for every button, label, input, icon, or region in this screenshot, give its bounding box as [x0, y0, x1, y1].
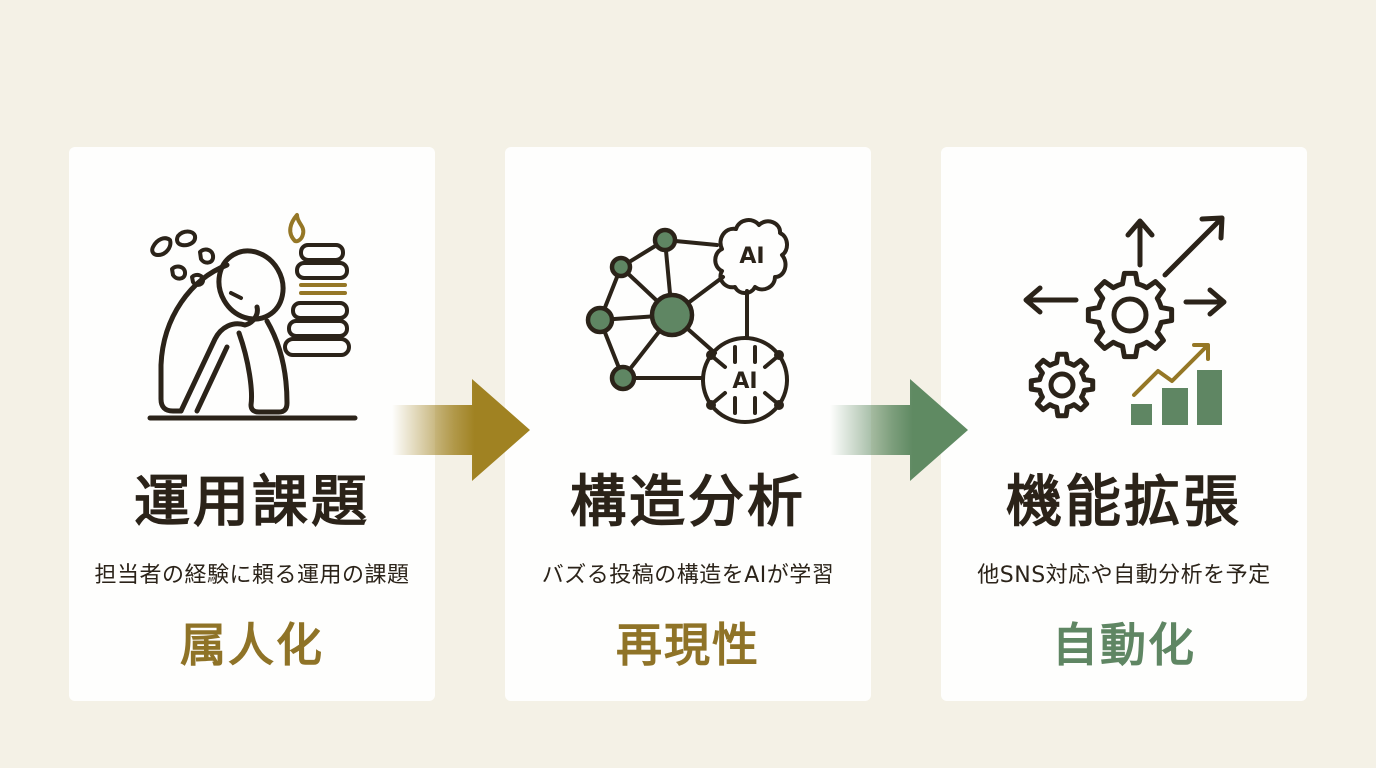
arrow-left-icon	[1023, 285, 1079, 315]
sweat-drop	[150, 236, 173, 257]
network-node	[652, 227, 678, 253]
arrow-shape	[830, 379, 968, 481]
document-stack	[283, 243, 351, 357]
sweat-drop	[198, 247, 216, 265]
circuit-pad	[774, 400, 784, 410]
step-card-structure-analysis: AI AI 構造分析 バズる投稿の構造をAIが学習 再現性	[505, 147, 871, 701]
step-card-feature-expansion: 機能拡張 他SNS対応や自動分析を予定 自動化	[941, 147, 1307, 701]
step-keyword: 再現性	[616, 618, 760, 672]
ai-chip-icon: AI	[701, 336, 789, 424]
document-stack-item	[287, 319, 349, 338]
ai-brain-icon: AI	[713, 218, 789, 295]
network-node-hub	[649, 292, 695, 338]
circuit-pad	[706, 400, 716, 410]
chart-bar	[1131, 404, 1152, 425]
step-description: バズる投稿の構造をAIが学習	[541, 563, 835, 588]
chip-label: AI	[732, 369, 757, 394]
network-node	[609, 364, 637, 392]
circuit-pad	[706, 350, 716, 360]
step-title: 構造分析	[570, 469, 806, 535]
trend-line-arrow	[1132, 343, 1210, 397]
brain-label: AI	[739, 244, 764, 269]
circuit-trace	[711, 391, 727, 405]
large-gear-hub	[1111, 296, 1149, 334]
ai-network-analysis-icon: AI AI	[585, 218, 789, 424]
arrow-right-icon	[1183, 287, 1227, 317]
arrow-up-icon	[1125, 218, 1155, 268]
step-description: 他SNS対応や自動分析を予定	[977, 563, 1271, 588]
stress-flame	[288, 213, 306, 244]
chart-bar	[1162, 388, 1188, 425]
sweat-drop	[175, 229, 198, 248]
expansion-arrows	[1023, 215, 1227, 317]
person-head	[216, 248, 286, 322]
network-node	[585, 305, 615, 335]
step-keyword: 自動化	[1052, 618, 1196, 672]
person-closed-eye	[229, 291, 243, 300]
circuit-trace	[711, 355, 727, 369]
large-gear-icon	[1085, 270, 1175, 360]
arrow-diagonal-up-right-icon	[1162, 215, 1225, 278]
gears-growth-expansion-icon	[1023, 215, 1227, 425]
bar-chart-icon	[1131, 370, 1222, 425]
network-node	[609, 255, 633, 279]
small-gear-hub	[1048, 371, 1076, 399]
step-keyword: 属人化	[180, 618, 324, 672]
small-gear-icon	[1028, 351, 1096, 419]
document-stack-item	[283, 337, 351, 357]
step-title: 運用課題	[134, 469, 370, 535]
arrow-right-icon	[392, 379, 530, 481]
person-back	[158, 262, 230, 414]
sweat-drop	[170, 264, 188, 281]
person-forearm	[194, 344, 230, 414]
circuit-pad	[774, 350, 784, 360]
chip-circuit-traces	[706, 345, 784, 415]
step-title: 機能拡張	[1006, 469, 1242, 535]
chip-outline	[701, 336, 789, 424]
person-arm	[178, 304, 260, 414]
brain-outline	[713, 218, 789, 295]
step-description: 担当者の経験に頼る運用の課題	[94, 563, 410, 588]
arrow-right-icon	[830, 379, 968, 481]
stressed-person-with-document-stack-icon	[147, 213, 358, 421]
step-card-operational-issues: 運用課題 担当者の経験に頼る運用の課題 属人化	[69, 147, 435, 701]
chart-bar	[1197, 370, 1222, 425]
circuit-trace	[763, 355, 779, 369]
arrow-shape	[392, 379, 530, 481]
circuit-trace	[763, 391, 779, 405]
person-legs	[236, 318, 290, 415]
document-stack-item	[299, 243, 345, 262]
document-stack-item	[295, 261, 349, 280]
document-stack-item	[291, 301, 349, 320]
